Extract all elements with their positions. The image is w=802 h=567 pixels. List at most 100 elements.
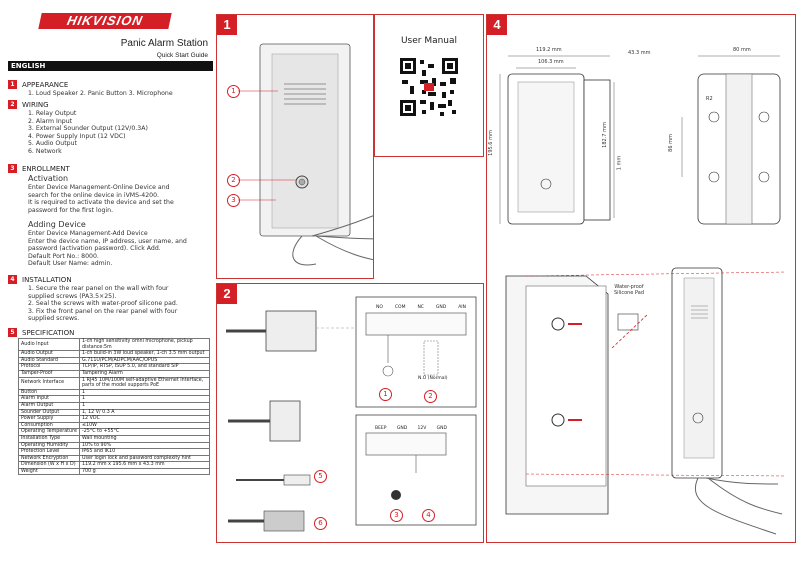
- spec-value: 700 g: [79, 467, 210, 476]
- spec-value: Tampering Alarm: [79, 369, 210, 378]
- wiring-illustration: [226, 296, 477, 532]
- power-terminal-labels: BEEP GND 12V GND: [375, 426, 447, 431]
- panel-installation: [486, 14, 796, 543]
- spec-value: 1-ch high sensitivity omni microphone, p…: [79, 337, 210, 352]
- callout-power-4: 4: [422, 509, 435, 522]
- spec-key: Tamper-Proof: [18, 369, 80, 378]
- spec-value: 12 VDC: [79, 415, 210, 423]
- spec-value: 119.2 mm x 195.6 mm x 43.3 mm: [79, 461, 210, 469]
- adding-text: Enter Device Management-Add Device Enter…: [28, 230, 187, 268]
- activation-heading: Activation: [28, 174, 69, 183]
- spec-key: Audio Output: [18, 350, 80, 358]
- manual-title: User Manual: [400, 36, 458, 46]
- section-specification: 5 SPECIFICATION: [8, 328, 74, 337]
- spec-key: Installation Type: [18, 434, 80, 443]
- section-wiring: 2 WIRING: [8, 100, 49, 109]
- spec-value: 1 RJ45 10M/100M self-adaptive Ethernet I…: [79, 376, 210, 390]
- qr-code-icon: [398, 56, 460, 118]
- doc-subtitle: Quick Start Guide: [156, 52, 208, 59]
- callout-1: 1: [227, 85, 240, 98]
- dim-radius: R2: [706, 96, 713, 102]
- spec-value: 1: [79, 395, 210, 403]
- spec-value: 1-ch build-in 3W loud speaker, 1-ch 3.5 …: [79, 350, 210, 358]
- spec-value: TCP/IP, RTSP, ISUP 5.0, and standard SIP: [79, 363, 210, 371]
- spec-key: Network Encryption: [18, 454, 80, 463]
- spec-row: Dimension (W x H x D)119.2 mm x 195.6 mm…: [18, 461, 210, 469]
- adding-heading: Adding Device: [28, 220, 86, 229]
- spec-value: IP65 and IK10: [79, 448, 210, 456]
- dim-width-inner: 106.3 mm: [538, 59, 564, 65]
- language-bar: ENGLISH: [8, 61, 213, 71]
- dim-width-outer: 119.2 mm: [536, 47, 562, 53]
- dim-height-small: 1 mm: [616, 155, 623, 171]
- relay-terminal-labels: NO COM NC GND AIN: [376, 305, 466, 310]
- doc-title: Panic Alarm Station: [120, 38, 208, 49]
- dim-height-outer: 195.6 mm: [487, 130, 494, 156]
- hikvision-logo: HIKVISION: [38, 13, 172, 29]
- spec-value: 1: [79, 401, 210, 410]
- device-front-illustration: [238, 43, 374, 266]
- callout-2: 2: [227, 174, 240, 187]
- dim-height-inner: 182.7 mm: [601, 122, 608, 148]
- panel-1-badge: 1: [217, 15, 237, 35]
- wiring-list: 1. Relay Output 2. Alarm Input 3. Extern…: [28, 110, 148, 155]
- spec-value: 1: [79, 388, 210, 397]
- callout-cable-5: 5: [314, 470, 327, 483]
- spec-value: ≤10W: [79, 421, 210, 430]
- dim-side-width: 80 mm: [733, 47, 751, 53]
- spec-value: Wall mounting: [79, 434, 210, 443]
- panel-appearance: [216, 14, 374, 279]
- spec-key: Alarm Output: [18, 401, 80, 410]
- panel-wiring: [216, 283, 484, 543]
- spec-key: Button: [18, 388, 80, 397]
- silicone-pad-label: Water-proof Silicone Pad: [613, 284, 644, 296]
- installation-illustration: [499, 55, 787, 535]
- spec-key: Sounder Output: [18, 408, 80, 417]
- spec-key: Weight: [18, 467, 80, 476]
- spec-key: Dimension (W x H x D): [18, 461, 80, 469]
- spec-key: Power Supply: [18, 415, 80, 423]
- spec-key: Audio Input: [18, 337, 80, 352]
- spec-key: Consumption: [18, 421, 80, 430]
- callout-power-3: 3: [390, 509, 403, 522]
- dim-depth: 43.3 mm: [628, 50, 651, 56]
- callout-relay-1: 1: [379, 388, 392, 401]
- section-installation: 4 INSTALLATION: [8, 275, 72, 284]
- dim-hole-spacing: 86 mm: [667, 134, 674, 152]
- manual-panel: [374, 14, 484, 157]
- spec-key: Operating Temperature: [18, 428, 80, 436]
- spec-row: Operating Temperature-25°C to +55°C: [18, 428, 210, 436]
- spec-key: Protection Level: [18, 448, 80, 456]
- normal-note: N.O (Normal): [418, 376, 448, 381]
- spec-key: Audio Standard: [18, 356, 80, 365]
- panel-2-badge: 2: [217, 284, 237, 304]
- spec-key: Alarm Input: [18, 395, 80, 403]
- spec-value: -25°C to +55°C: [79, 428, 210, 436]
- spec-row: Consumption≤10W: [18, 421, 210, 430]
- callout-relay-2: 2: [424, 390, 437, 403]
- appearance-text: 1. Loud Speaker 2. Panic Button 3. Micro…: [28, 90, 173, 97]
- callout-3: 3: [227, 194, 240, 207]
- spec-key: Protocol: [18, 363, 80, 371]
- activation-text: Enter Device Management-Online Device an…: [28, 184, 174, 214]
- panel-4-badge: 4: [487, 15, 507, 35]
- spec-value: G.711U/PCM/ADPCM/AAC/OPUS: [79, 356, 210, 365]
- section-enrollment: 3 ENROLLMENT: [8, 164, 70, 173]
